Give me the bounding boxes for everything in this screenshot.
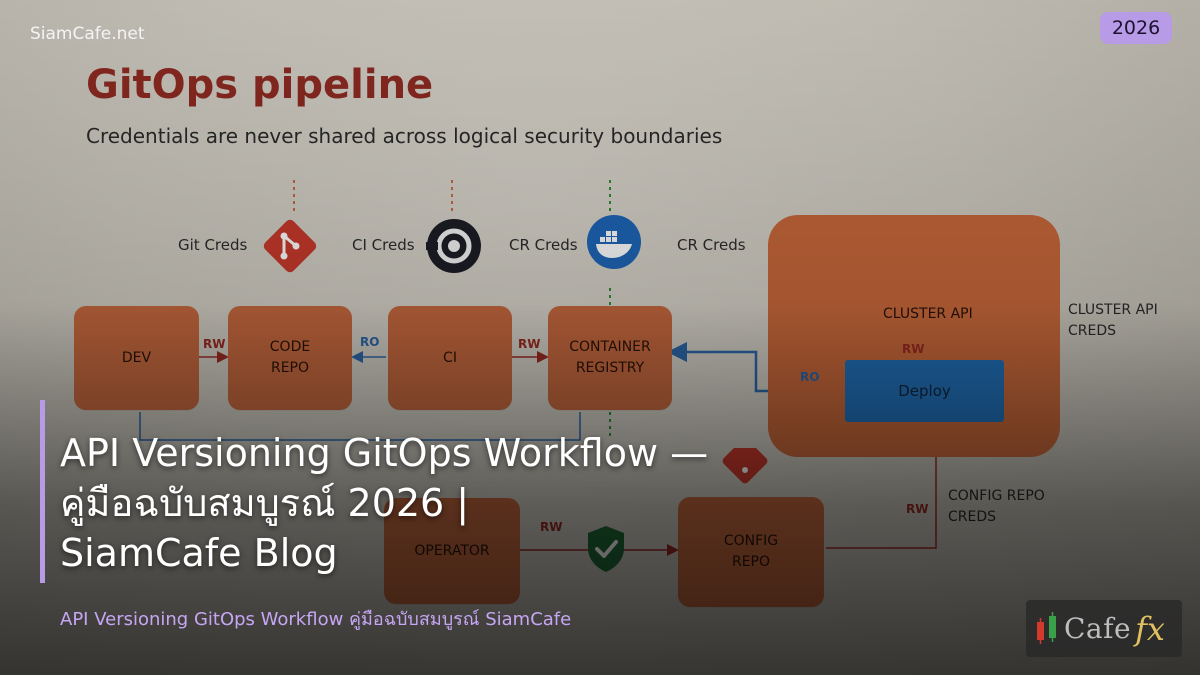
node-dev: DEV	[74, 306, 199, 410]
edge-label-ro: RO	[800, 370, 820, 384]
circleci-icon	[426, 219, 481, 273]
config-repo-creds-line2: CREDS	[948, 509, 997, 525]
cluster-api-creds-line2: CREDS	[1068, 323, 1117, 339]
node-registry-line2: REGISTRY	[575, 360, 645, 376]
article-title-line1: API Versioning GitOps Workflow —	[60, 431, 709, 475]
git-creds-label: Git Creds	[178, 236, 248, 254]
edge-label-rw: RW	[906, 502, 929, 516]
node-dev-label: DEV	[121, 349, 152, 366]
deploy-node: Deploy	[845, 360, 1004, 422]
node-container-registry: CONTAINER REGISTRY	[548, 306, 672, 410]
node-ci-label: CI	[443, 349, 457, 366]
article-title-line3: SiamCafe Blog	[60, 531, 338, 575]
deploy-label: Deploy	[898, 382, 951, 400]
node-ci: CI	[388, 306, 512, 410]
edge-label-ro: RO	[360, 335, 380, 349]
year-badge: 2026	[1100, 12, 1172, 44]
title-accent-bar	[40, 400, 45, 583]
config-repo-creds-label: CONFIG REPO CREDS	[948, 486, 1045, 528]
ci-creds-label: CI Creds	[352, 236, 415, 254]
edge-label-rw: RW	[902, 342, 925, 356]
article-title-line2: คู่มือฉบับสมบูรณ์ 2026 |	[60, 481, 470, 525]
cluster-api-creds-label: CLUSTER API CREDS	[1068, 300, 1158, 342]
article-subtitle: API Versioning GitOps Workflow คู่มือฉบั…	[60, 609, 572, 630]
diagram-subtitle: Credentials are never shared across logi…	[86, 124, 723, 148]
cluster-api-creds-line1: CLUSTER API	[1068, 302, 1158, 318]
edge-label-rw: RW	[518, 337, 541, 351]
docker-icon	[587, 215, 641, 269]
node-registry-line1: CONTAINER	[569, 339, 651, 355]
node-code-repo: CODE REPO	[228, 306, 352, 410]
article-title: API Versioning GitOps Workflow — คู่มือฉ…	[60, 428, 840, 578]
edge-label-rw: RW	[203, 337, 226, 351]
node-code-repo-line2: REPO	[270, 360, 310, 376]
cafefx-logo[interactable]: Cafe fx	[1026, 600, 1182, 657]
logo-fx: fx	[1135, 609, 1165, 648]
cr-creds-label: CR Creds	[509, 236, 578, 254]
git-icon	[263, 219, 317, 273]
logo-text: Cafe	[1064, 612, 1132, 645]
node-code-repo-line1: CODE	[269, 339, 311, 355]
candlestick-icon	[1037, 611, 1056, 644]
cr-creds-label-2: CR Creds	[677, 236, 746, 254]
diagram-title: GitOps pipeline	[86, 62, 434, 108]
config-repo-creds-line1: CONFIG REPO	[948, 488, 1045, 504]
cluster-api-label: CLUSTER API	[883, 306, 973, 322]
site-name[interactable]: SiamCafe.net	[30, 24, 145, 44]
